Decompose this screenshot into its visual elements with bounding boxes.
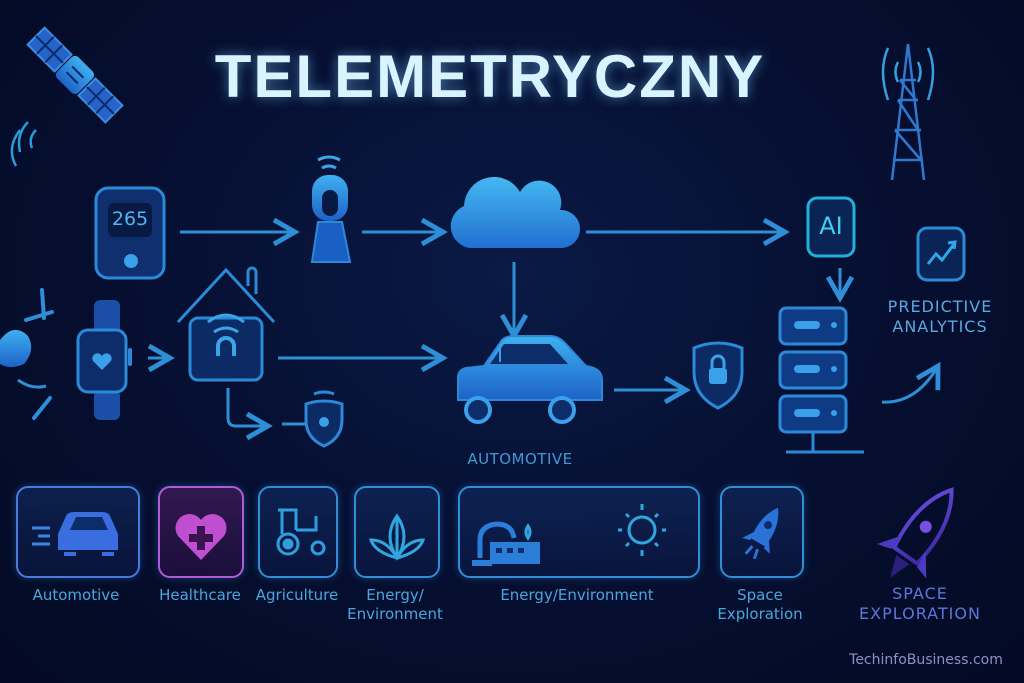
car-front-icon — [32, 512, 118, 556]
label-line: Exploration — [717, 604, 803, 623]
label-line: ANALYTICS — [892, 317, 988, 336]
label-line: PREDICTIVE — [887, 297, 993, 316]
sensor-device-icon — [94, 186, 166, 280]
device-display-value: 265 — [111, 208, 149, 230]
category-energy[interactable] — [354, 486, 440, 578]
signal-waves-icon — [17, 121, 29, 153]
label-line: Space — [737, 586, 783, 604]
automotive-flow-label: AUTOMOTIVE — [467, 450, 573, 468]
gateway-device-icon — [310, 155, 352, 263]
space-exploration-label: SPACE EXPLORATION — [850, 584, 990, 624]
category-automotive[interactable] — [16, 486, 140, 578]
leaf-icon — [368, 513, 426, 561]
tractor-icon — [276, 508, 326, 556]
ai-chip-icon — [806, 196, 856, 258]
category-label: Healthcare — [159, 586, 241, 604]
category-healthcare[interactable] — [158, 486, 244, 578]
category-space-exploration[interactable] — [720, 486, 804, 578]
label-line: SPACE — [892, 584, 948, 603]
server-icon — [778, 306, 864, 454]
smart-home-icon — [176, 266, 276, 382]
category-label: Energy/Environment — [500, 586, 654, 604]
label-line: Environment — [347, 604, 443, 623]
label-line: EXPLORATION — [859, 604, 981, 623]
satellite-icon — [26, 26, 124, 124]
security-lock-icon — [692, 341, 744, 410]
label-line: Energy/ — [366, 586, 424, 604]
cloud-icon — [450, 176, 581, 248]
page-title: TELEMETRYCZNY — [214, 43, 766, 110]
smartwatch-icon — [76, 300, 132, 420]
shield-icon — [304, 390, 344, 448]
flow-arrow — [226, 388, 273, 441]
predictive-analytics-label: PREDICTIVE ANALYTICS — [880, 297, 1000, 337]
category-energy-environment[interactable] — [458, 486, 700, 578]
radio-tower-icon — [881, 43, 935, 181]
category-agriculture[interactable] — [258, 486, 338, 578]
factory-sun-icon — [472, 504, 666, 566]
rocket-icon — [877, 487, 954, 579]
category-label: Automotive — [32, 586, 120, 604]
heart-plus-icon — [175, 513, 227, 560]
trend-chart-icon — [916, 226, 966, 282]
drone-icon — [0, 288, 54, 420]
category-label: Agriculture — [255, 586, 339, 604]
category-label: Space Exploration — [705, 586, 815, 624]
ai-label: AI — [819, 212, 843, 240]
flow-arrow — [881, 361, 941, 404]
footer-watermark: TechinfoBusiness.com — [849, 652, 1003, 668]
car-icon — [457, 335, 603, 424]
category-label: Energy/ Environment — [340, 586, 450, 624]
rocket-icon — [742, 507, 779, 560]
